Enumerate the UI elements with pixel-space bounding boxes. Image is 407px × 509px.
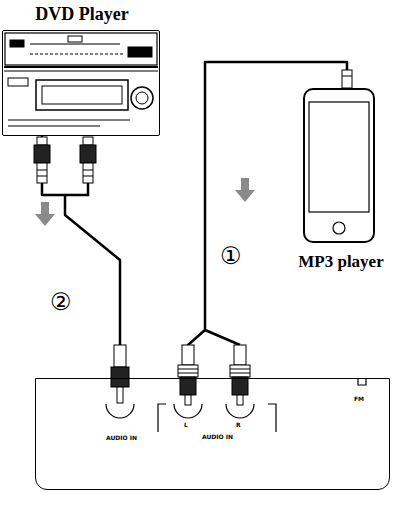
mp3-details (205, 70, 369, 345)
jack-label: AUDIO IN (106, 434, 137, 441)
jack-label: FM (354, 395, 364, 402)
dvd-player: DVD Player (2, 30, 160, 136)
jack-label: AUDIO IN (202, 433, 233, 440)
unit-jacks (106, 378, 366, 432)
device-heading: DVD Player (0, 4, 181, 25)
channel-label: R (236, 421, 241, 428)
direction-arrow (35, 178, 255, 226)
audio-cable (42, 136, 120, 378)
audio-cable (188, 62, 347, 378)
main-unit: AUDIO INLRAUDIO INFM (35, 378, 390, 490)
mp3-player: MP3 player (303, 88, 375, 243)
dvd-details (4, 33, 158, 126)
channel-label: L (184, 421, 188, 428)
callout-number: ② (50, 288, 72, 316)
device-heading: MP3 player (271, 252, 407, 272)
dvd-rca-plugs (34, 137, 96, 195)
callout-number: ① (220, 242, 242, 270)
unit-plugs (111, 345, 250, 405)
